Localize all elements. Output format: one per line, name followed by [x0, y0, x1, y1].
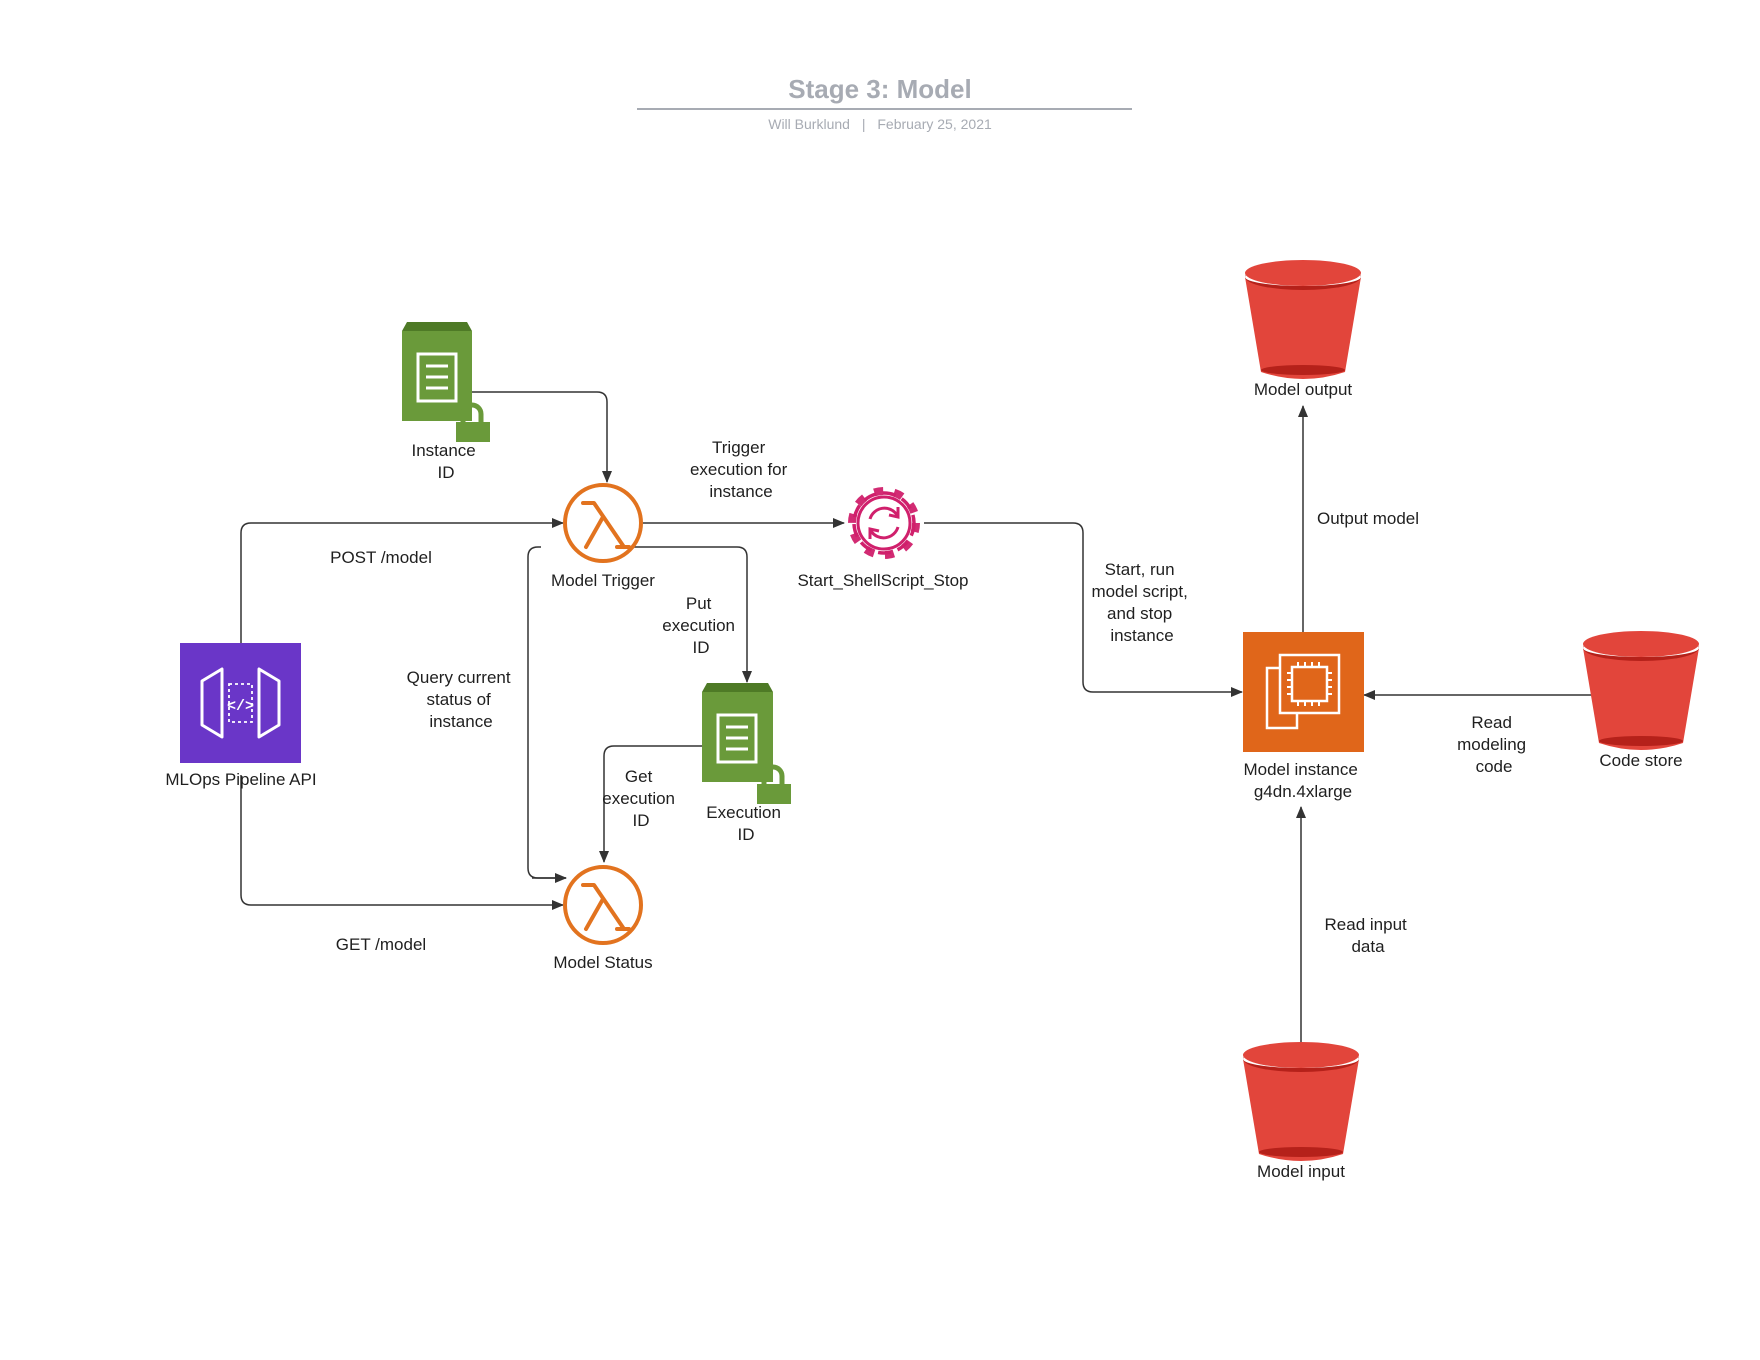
ssm-automation-icon: [848, 487, 920, 559]
node-mlops-pipeline-api[interactable]: </> MLOps Pipeline API: [165, 643, 317, 789]
edge-label-read-input-line: data: [1351, 937, 1385, 956]
ec2-instance-icon: [1243, 632, 1364, 752]
edge-label-post: POST /model: [330, 548, 432, 567]
diagram-subtitle: Will Burklund | February 25, 2021: [768, 116, 992, 132]
node-model-output[interactable]: Model output: [1245, 260, 1361, 399]
edge-label-query-line: Query current: [407, 668, 511, 687]
s3-bucket-icon: [1583, 631, 1699, 750]
node-model-trigger[interactable]: Model Trigger: [551, 483, 655, 590]
node-model-instance[interactable]: Model instance g4dn.4xlarge: [1243, 632, 1364, 801]
edge-label-query: Query current status of instance: [407, 668, 516, 731]
edge-label-get-exec-line: Get: [625, 767, 653, 786]
edge-label-trigger-line: Trigger: [712, 438, 766, 457]
edge-label-read-input: Read input data: [1325, 915, 1412, 956]
edge-put-execution-id[interactable]: [628, 546, 752, 683]
node-label-line: Instance: [412, 441, 476, 460]
edge-label-read-code-line: modeling: [1457, 735, 1526, 754]
node-instance-id[interactable]: Instance ID: [402, 322, 490, 482]
api-gateway-icon: </>: [180, 643, 301, 763]
edge-label-start-line: Start, run: [1105, 560, 1175, 579]
edges: [240, 391, 1593, 1043]
node-label: Execution ID: [706, 803, 785, 844]
edge-instance-id-to-trigger[interactable]: [460, 391, 612, 483]
node-label: Instance ID: [412, 441, 481, 482]
edge-label-put-line: ID: [693, 638, 710, 657]
lambda-icon: [563, 865, 643, 945]
node-label-line: Model instance: [1243, 760, 1357, 779]
edge-label-output: Output model: [1317, 509, 1419, 528]
edge-label-read-code-line: code: [1476, 757, 1513, 776]
svg-text:</>: </>: [227, 698, 254, 715]
edge-label-get-exec: Get execution ID: [602, 767, 680, 830]
diagram-header: Stage 3: Model Will Burklund | February …: [637, 74, 1132, 132]
node-label-line: g4dn.4xlarge: [1254, 782, 1352, 801]
edge-label-trigger-line: instance: [709, 482, 772, 501]
edge-label-start-line: and stop: [1107, 604, 1172, 623]
node-label: Start_ShellScript_Stop: [797, 571, 968, 590]
node-model-status[interactable]: Model Status: [553, 865, 653, 972]
edge-label-trigger: Trigger execution for instance: [690, 438, 792, 501]
lock-icon: [757, 764, 791, 804]
edge-label-query-line: instance: [429, 712, 492, 731]
edge-label-trigger-line: execution for: [690, 460, 788, 479]
node-code-store[interactable]: Code store: [1583, 631, 1699, 770]
s3-bucket-icon: [1243, 1042, 1359, 1161]
node-label: Model output: [1254, 380, 1353, 399]
edge-label-get-exec-line: execution: [602, 789, 675, 808]
edge-label-read-code-line: Read: [1471, 713, 1512, 732]
edge-labels: POST /model GET /model Query current sta…: [330, 438, 1531, 956]
node-label: Model Status: [553, 953, 652, 972]
edge-label-query-line: status of: [427, 690, 492, 709]
node-label: Model Trigger: [551, 571, 655, 590]
node-execution-id[interactable]: Execution ID: [702, 683, 791, 844]
edge-post-model[interactable]: [240, 518, 564, 643]
edge-label-put-line: Put: [686, 594, 712, 613]
node-label-line: ID: [738, 825, 755, 844]
author-name: Will Burklund: [768, 116, 850, 132]
edge-label-start-line: instance: [1110, 626, 1173, 645]
edge-get-execution-id[interactable]: [599, 745, 703, 863]
parameter-store-icon: [402, 322, 490, 442]
edge-label-get: GET /model: [336, 935, 426, 954]
edge-label-start-line: model script,: [1091, 582, 1187, 601]
node-model-input[interactable]: Model input: [1243, 1042, 1359, 1181]
s3-bucket-icon: [1245, 260, 1361, 379]
lambda-icon: [563, 483, 643, 563]
edge-label-put: Put execution ID: [662, 594, 740, 657]
edge-start-run-stop[interactable]: [924, 522, 1243, 697]
edge-label-start: Start, run model script, and stop instan…: [1091, 560, 1192, 645]
edge-query-status[interactable]: [527, 546, 566, 879]
edge-label-get-exec-line: ID: [633, 811, 650, 830]
edge-label-read-code: Read modeling code: [1457, 713, 1531, 776]
node-label: Code store: [1599, 751, 1682, 770]
lock-icon: [456, 402, 490, 442]
diagram-date: February 25, 2021: [877, 116, 992, 132]
node-label: Model instance g4dn.4xlarge: [1243, 760, 1362, 801]
subtitle-separator: |: [862, 116, 866, 132]
node-start-shellscript-stop[interactable]: Start_ShellScript_Stop: [797, 487, 969, 590]
diagram-title: Stage 3: Model: [788, 74, 971, 104]
edge-label-read-input-line: Read input: [1325, 915, 1408, 934]
edge-get-model[interactable]: [240, 775, 564, 910]
edge-label-put-line: execution: [662, 616, 735, 635]
node-label-line: Execution: [706, 803, 781, 822]
node-label: MLOps Pipeline API: [165, 770, 316, 789]
parameter-store-icon: [702, 683, 791, 804]
node-label: Model input: [1257, 1162, 1345, 1181]
node-label-line: ID: [438, 463, 455, 482]
